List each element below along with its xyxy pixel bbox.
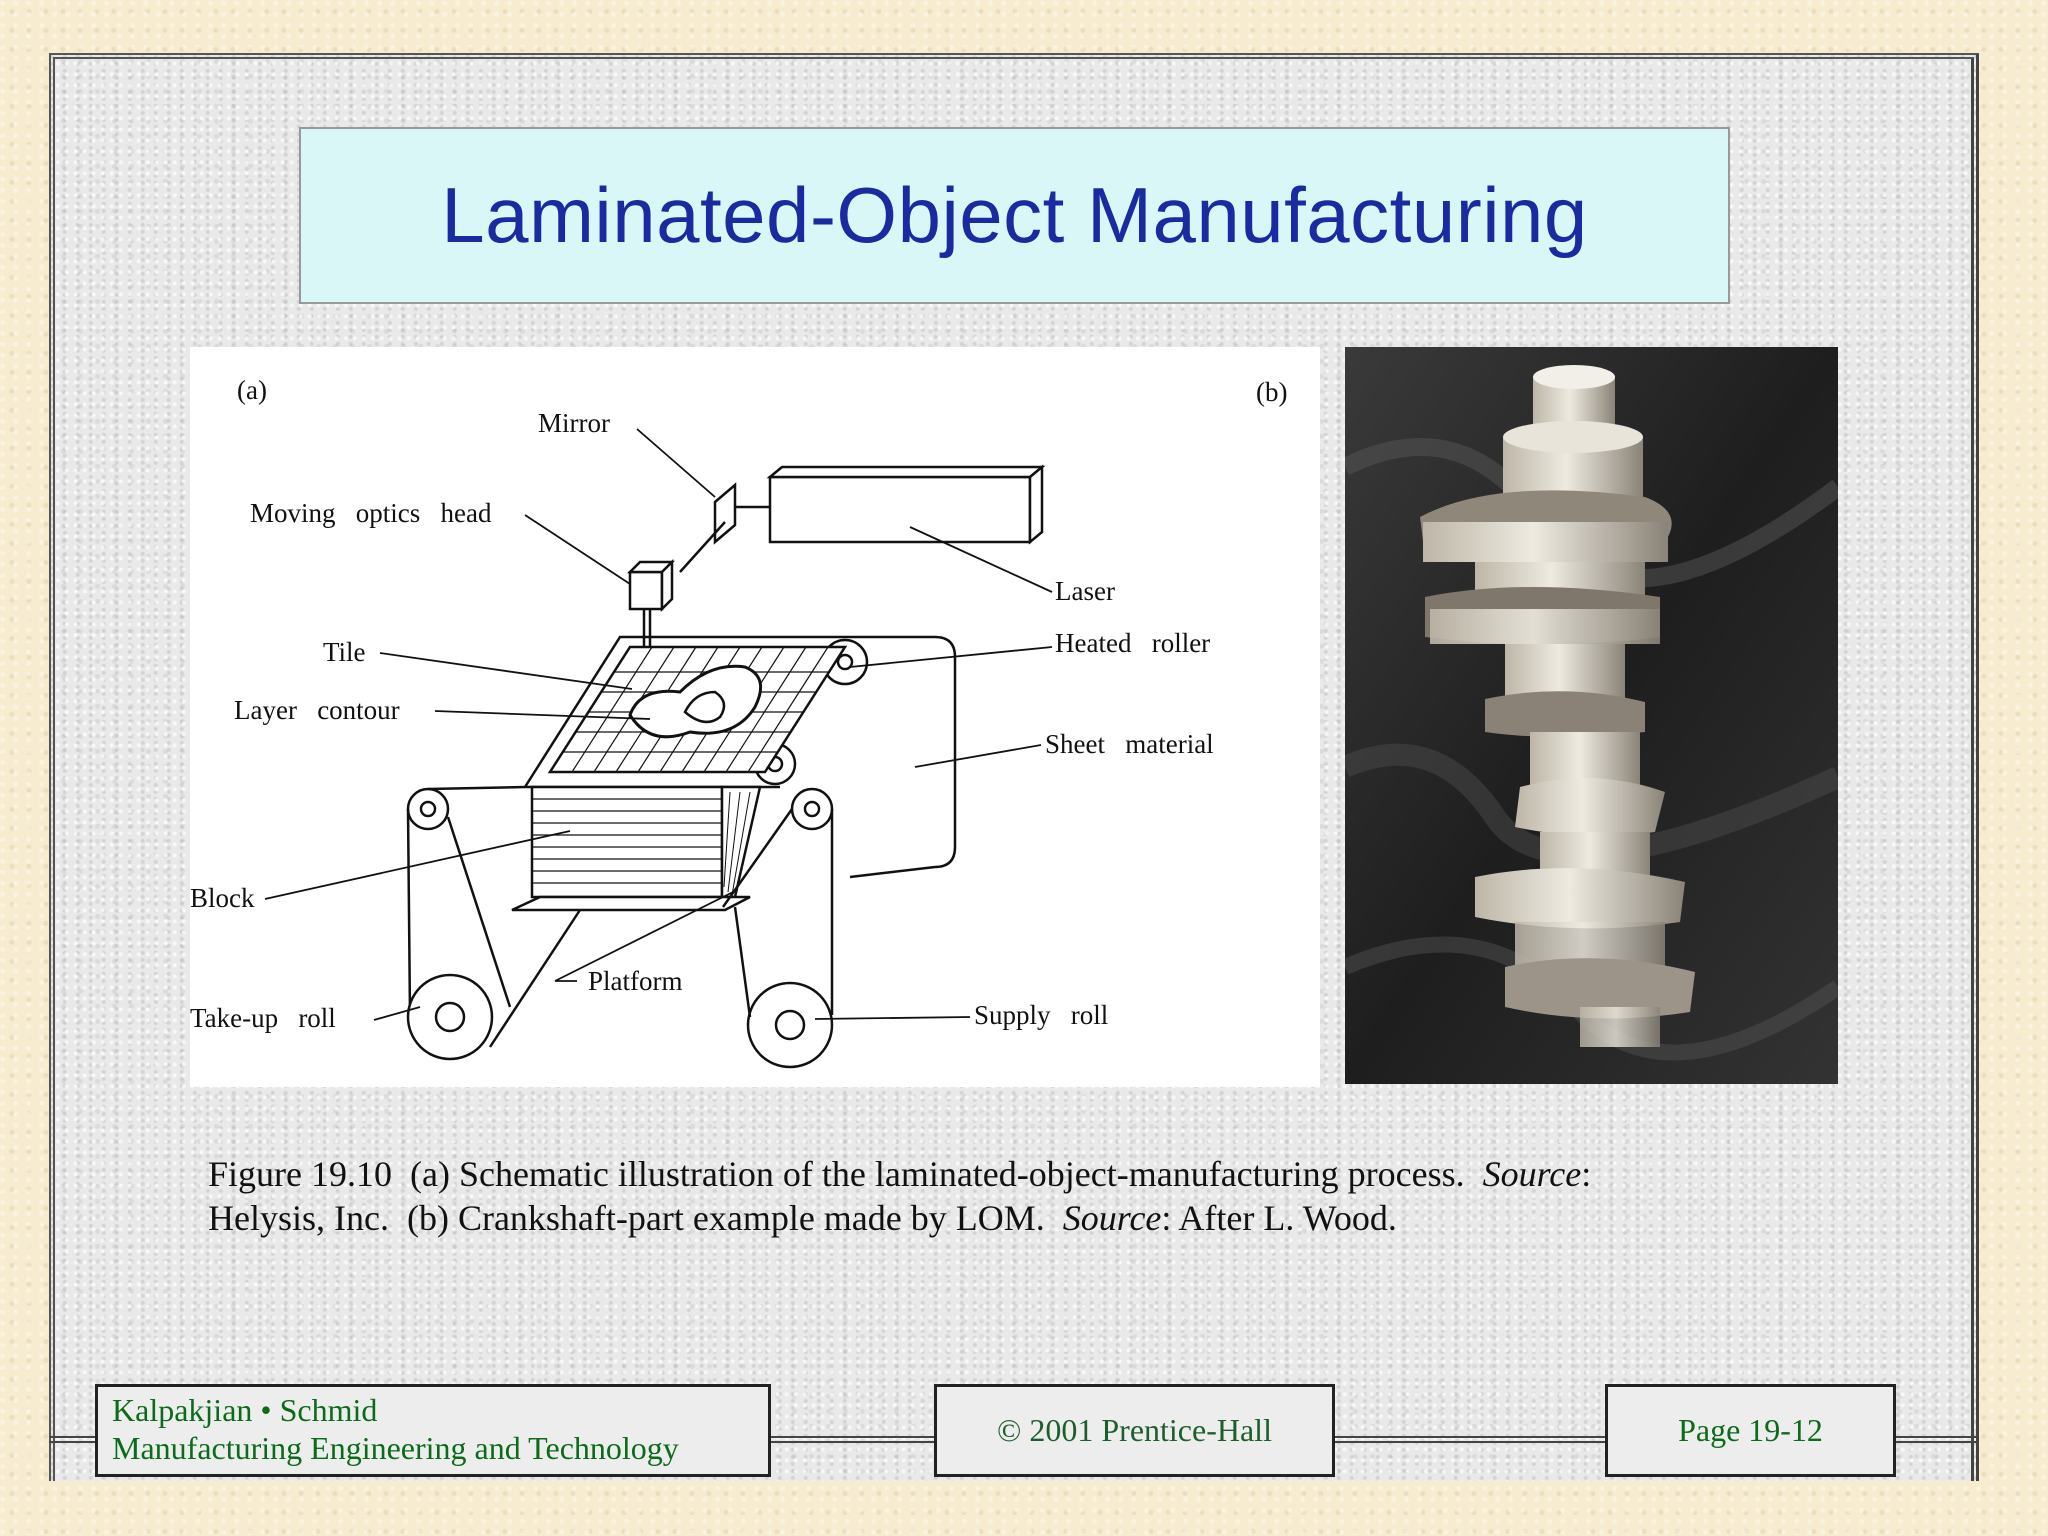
caption-line-1-end: : [1581, 1154, 1592, 1194]
label-platform: Platform [588, 966, 683, 996]
tile-grid [547, 645, 848, 774]
caption-line-2-end: : After L. Wood. [1161, 1198, 1397, 1238]
footer-authors: Kalpakjian • Schmid [112, 1392, 378, 1428]
panel-b-label: (b) [1256, 377, 1287, 407]
leader-lines [264, 428, 1053, 1021]
crankshaft-photo [1345, 347, 1838, 1084]
caption-line-1: Figure 19.10 (a) Schematic illustration … [208, 1152, 1848, 1196]
slide-title: Laminated-Object Manufacturing [441, 171, 1588, 259]
label-supply-roll: Supply roll [974, 1000, 1108, 1030]
label-tile: Tile [323, 637, 366, 667]
label-moving-optics-head: Moving optics head [250, 498, 492, 528]
label-layer-contour: Layer contour [234, 695, 400, 725]
label-sheet-material: Sheet material [1045, 729, 1214, 759]
caption-source-2: Source [1062, 1198, 1162, 1238]
block-stack [530, 785, 762, 899]
optics-head-shape [626, 558, 676, 677]
footer-copyright: © 2001 Prentice-Hall [997, 1412, 1272, 1448]
footer-book-title: Manufacturing Engineering and Technology [112, 1430, 679, 1466]
label-block: Block [190, 883, 255, 913]
label-take-up-roll: Take-up roll [190, 1003, 336, 1033]
footer-page-box: Page 19-12 [1605, 1384, 1896, 1477]
laser-box [766, 464, 1046, 545]
roller-belt-system [406, 785, 834, 1069]
label-laser: Laser [1055, 576, 1115, 606]
caption-line-2: Helysis, Inc. (b) Crankshaft-part exampl… [208, 1196, 1848, 1240]
footer-page-number: Page 19-12 [1678, 1412, 1823, 1448]
lom-schematic-diagram: (a) (b) [190, 347, 1320, 1087]
caption-source-1: Source [1482, 1154, 1582, 1194]
title-banner: Laminated-Object Manufacturing [299, 127, 1730, 304]
footer-copyright-box: © 2001 Prentice-Hall [934, 1384, 1335, 1477]
mirror-shape [679, 482, 770, 573]
caption-line-1-text: Figure 19.10 (a) Schematic illustration … [208, 1154, 1483, 1194]
panel-a-label: (a) [237, 375, 267, 405]
footer-authors-box: Kalpakjian • Schmid Manufacturing Engine… [95, 1384, 771, 1477]
label-mirror: Mirror [538, 408, 610, 438]
caption-line-2-text: Helysis, Inc. (b) Crankshaft-part exampl… [208, 1198, 1063, 1238]
platform-shape [511, 895, 751, 912]
figure-caption: Figure 19.10 (a) Schematic illustration … [208, 1152, 1848, 1240]
label-heated-roller: Heated roller [1055, 628, 1210, 658]
